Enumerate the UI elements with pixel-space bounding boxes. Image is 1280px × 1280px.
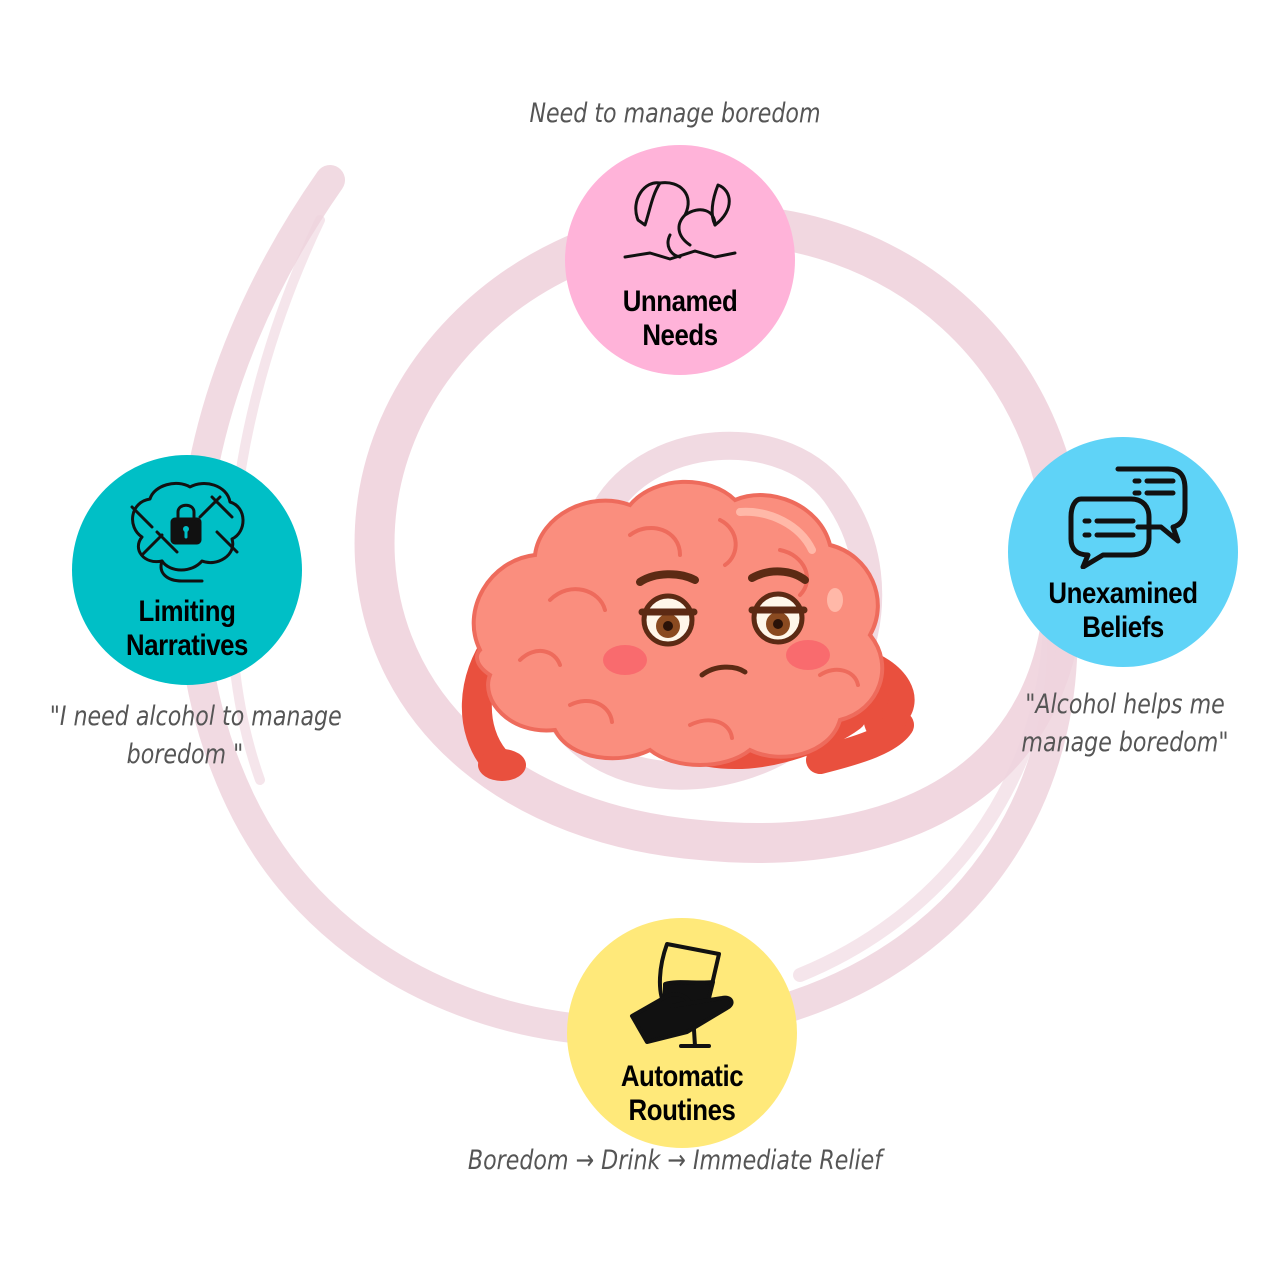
node-limiting-narratives: Limiting Narratives (72, 455, 302, 685)
node-title-line2: Routines (628, 1094, 736, 1127)
caption-unnamed-needs: Need to manage boredom (529, 98, 821, 129)
sprouting-seeds-icon (623, 181, 737, 261)
node-title-line2: Needs (642, 319, 718, 352)
caption-line2: manage boredom" (1021, 727, 1229, 758)
node-title-line1: Automatic (620, 1060, 744, 1093)
node-title-line1: Limiting (138, 595, 236, 628)
caption-line1: "Alcohol helps me (1025, 689, 1225, 720)
caption-line1: "I need alcohol to manage (49, 701, 342, 732)
caption-automatic-routines: Boredom → Drink → Immediate Relief (467, 1145, 883, 1176)
node-automatic-routines: Automatic Routines (567, 918, 797, 1148)
node-title-line2: Beliefs (1082, 611, 1164, 644)
node-title-line2: Narratives (126, 629, 248, 662)
node-unnamed-needs: Unnamed Needs (565, 145, 795, 375)
hand-holding-wine-glass-icon (630, 942, 734, 1048)
speech-bubbles-icon (1068, 466, 1188, 569)
node-title-line1: Unnamed (622, 285, 738, 318)
caption-line2: boredom " (126, 739, 244, 770)
caption-unexamined-beliefs: "Alcohol helps me manage boredom" (1014, 686, 1235, 762)
chained-locked-brain-icon (130, 482, 245, 583)
bored-brain-mascot (461, 479, 915, 781)
node-unexamined-beliefs: Unexamined Beliefs (1008, 437, 1238, 667)
caption-limiting-narratives: "I need alcohol to manage boredom " (50, 698, 342, 774)
node-title-line1: Unexamined (1048, 577, 1198, 610)
